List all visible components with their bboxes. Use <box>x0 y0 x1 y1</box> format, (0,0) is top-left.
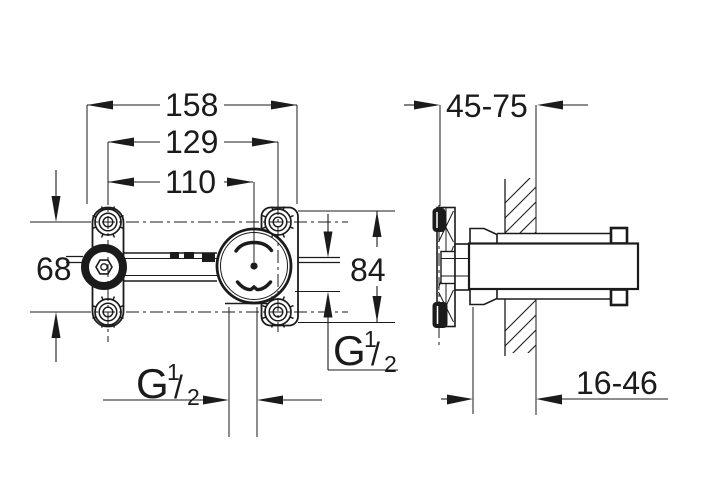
inlet-stub-left <box>66 255 83 264</box>
thread-numerator: 1 <box>364 326 377 352</box>
dim-installation-depth-label: 45-75 <box>446 88 528 124</box>
rough-in-body <box>467 226 640 307</box>
dim-finished-wall: 16-46 <box>441 307 668 414</box>
front-view <box>30 182 348 342</box>
connecting-pipe <box>123 252 217 282</box>
dim-overall-width: 158 <box>86 87 298 204</box>
dim-center-distance-label: 110 <box>165 164 216 200</box>
dim-finished-wall-label: 16-46 <box>576 365 658 401</box>
dim-mounting-width: 129 <box>107 124 279 205</box>
dim-center-distance: 110 <box>108 164 253 200</box>
dim-installation-depth: 45-75 <box>404 88 588 206</box>
dim-mounting-width-label: 129 <box>165 124 218 160</box>
side-port-stub <box>295 256 340 292</box>
thread-slash: / <box>174 369 183 405</box>
thread-letter: G <box>333 327 366 374</box>
sleeve-end-tab-bottom <box>609 288 629 307</box>
valve-body <box>215 182 293 305</box>
cartridge-arc-bottom <box>235 280 273 292</box>
thread-label-side-port: G 1 / 2 <box>323 214 398 377</box>
wall-hatch-lower <box>505 299 536 353</box>
thread-label-bottom-outlet: G 1 / 2 <box>103 307 322 437</box>
flange-hub <box>440 243 470 291</box>
wall-hatch-upper <box>505 178 536 234</box>
side-view <box>432 105 640 415</box>
dim-body-height: 84 <box>298 210 395 323</box>
dim-mounting-height-label: 68 <box>36 251 72 287</box>
flange-seal-bottom <box>432 302 448 328</box>
thread-denominator: 2 <box>187 384 200 410</box>
valve-center-point <box>250 262 258 270</box>
dim-mounting-height: 68 <box>36 170 79 362</box>
thread-numerator: 1 <box>167 359 180 385</box>
dimensions: 158 129 110 68 <box>36 87 668 437</box>
sleeve-end-tab-top <box>609 226 629 245</box>
dim-overall-width-label: 158 <box>165 87 218 123</box>
dim-body-height-label: 84 <box>350 252 386 288</box>
thread-denominator: 2 <box>384 351 397 377</box>
flange-seal-top <box>432 208 446 232</box>
bracket-center-connection <box>81 244 127 290</box>
thread-slash: / <box>371 336 380 372</box>
centerlines <box>30 192 348 342</box>
thread-letter: G <box>136 360 169 407</box>
